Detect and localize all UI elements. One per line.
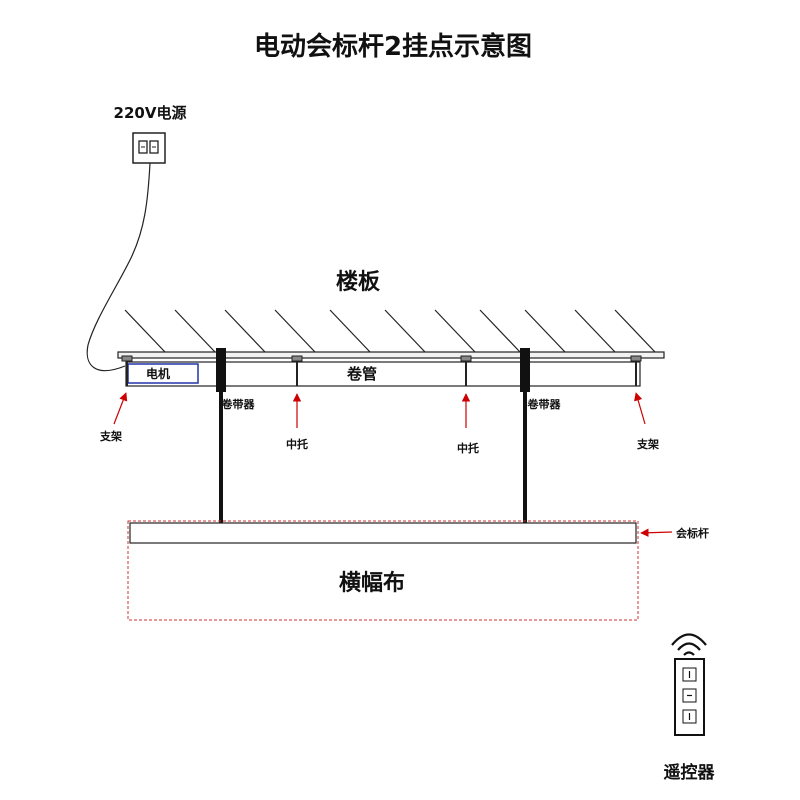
banner-cloth-label: 横幅布 [339,570,405,596]
mid-support-right-icon [460,355,472,386]
remote-label: 遥控器 [664,762,716,783]
diagram-title: 电动会标杆2挂点示意图 [254,31,532,62]
power-source-label: 220V电源 [114,104,187,122]
mid-support-left-label: 中托 [286,437,308,451]
bracket-right-icon [630,355,642,386]
bracket-left-icon [121,355,133,386]
mid-support-right-label: 中托 [457,441,479,455]
banner-bar [129,522,637,544]
reel-left-label: 卷带器 [221,397,256,411]
roller-tube [125,361,641,387]
reel-right-icon [520,348,530,524]
power-cable [86,162,151,372]
remote-control-icon [674,658,705,736]
signal-waves-icon [671,633,707,656]
reel-left-icon [216,348,226,524]
motor-label: 电机 [146,366,170,381]
power-outlet-icon [132,132,166,164]
banner-bar-arrow [640,528,673,537]
roller-tube-label: 卷管 [346,365,377,383]
bracket-left-label: 支架 [99,429,122,443]
bracket-left-arrow [113,392,128,425]
banner-cloth-area [127,520,639,621]
banner-bar-label: 会标杆 [676,526,709,540]
ceiling-label: 楼板 [336,270,381,295]
reel-right-label: 卷带器 [527,397,562,411]
bracket-right-arrow [634,392,646,425]
mid-support-left-icon [291,355,303,386]
bracket-right-label: 支架 [636,437,659,451]
ceiling-slab [117,351,665,359]
ceiling-hatch [124,309,656,353]
